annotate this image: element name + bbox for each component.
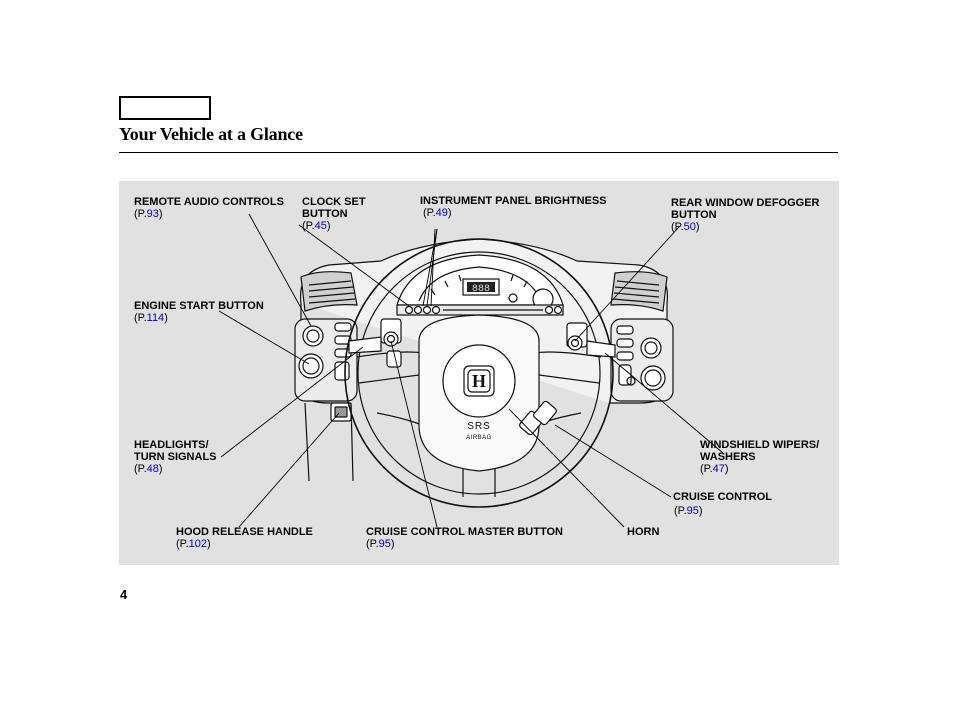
callout-remote-audio: REMOTE AUDIO CONTROLS (P.93) (134, 196, 284, 220)
link-clock-set-page[interactable]: 45 (314, 220, 327, 232)
page-title: Your Vehicle at a Glance (119, 124, 303, 144)
callout-panel-brightness: INSTRUMENT PANEL BRIGHTNESS (P.49) (420, 195, 607, 219)
link-hood-release-page[interactable]: 102 (188, 538, 207, 550)
callout-hood-release: HOOD RELEASE HANDLE (P.102) (176, 526, 313, 550)
right-switch-cluster (610, 318, 674, 402)
contents-nav-button[interactable] (119, 96, 211, 120)
link-rear-defogger-page[interactable]: 50 (683, 221, 696, 233)
right-stalk (566, 322, 616, 358)
page-number: 4 (120, 587, 128, 602)
callout-engine-start: ENGINE START BUTTON (P.114) (134, 300, 264, 324)
cruise-control-buttons (519, 400, 557, 436)
left-air-vent (300, 271, 358, 312)
callout-cruise-master: CRUISE CONTROL MASTER BUTTON (P.95) (366, 526, 563, 550)
left-switch-cluster (294, 318, 358, 422)
airbag-label: AIRBAG (466, 435, 492, 441)
link-engine-start-page[interactable]: 114 (146, 312, 165, 324)
link-headlights-page[interactable]: 48 (146, 463, 159, 475)
callout-wipers: WINDSHIELD WIPERS/ WASHERS (P.47) (700, 439, 820, 475)
link-cruise-control-page[interactable]: 95 (686, 505, 699, 517)
link-cruise-master-page[interactable]: 95 (378, 538, 391, 550)
title-divider (119, 152, 838, 153)
leader-lines (218, 213, 724, 528)
callout-rear-defogger: REAR WINDOW DEFOGGER BUTTON (P.50) (671, 197, 820, 233)
steering-wheel-diagram: 888 (218, 213, 724, 528)
callout-horn: HORN (627, 526, 660, 538)
link-remote-audio-page[interactable]: 93 (146, 208, 159, 220)
callout-clock-set: CLOCK SET BUTTON (P.45) (302, 196, 366, 232)
link-panel-brightness-page[interactable]: 49 (435, 207, 448, 219)
callout-headlights: HEADLIGHTS/ TURN SIGNALS (P.48) (134, 439, 217, 475)
diagram-panel: 888 (119, 181, 839, 565)
wheel-rim (344, 238, 614, 508)
link-wipers-page[interactable]: 47 (712, 463, 725, 475)
right-air-vent (610, 271, 668, 312)
cluster-buttons (396, 304, 564, 316)
callout-cruise-control: CRUISE CONTROL (P.95) (673, 491, 772, 517)
instrument-cluster: 888 (396, 254, 564, 310)
gauge-readout: 888 (472, 284, 490, 295)
srs-label: SRS (467, 421, 491, 432)
honda-emblem-icon: H (472, 371, 486, 391)
